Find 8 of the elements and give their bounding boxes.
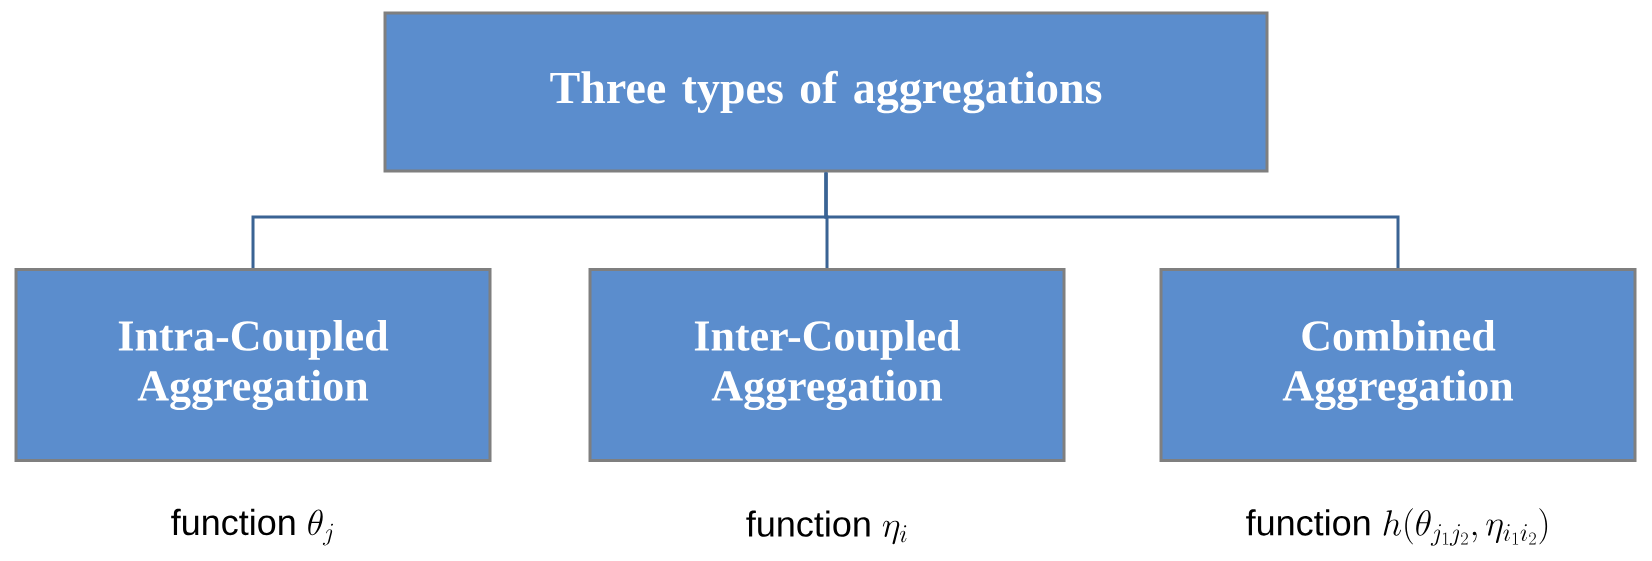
connector-line [824, 172, 1400, 268]
title-box: Three types of aggregations [383, 11, 1269, 173]
function-label: function $h(\theta_{j_1 j_2},\eta_{i_1 i_2})$ [1246, 508, 1548, 546]
function-label: function $\eta_i$ [746, 510, 907, 545]
category-box: Intra-Coupled Aggregation [14, 268, 492, 462]
function-label: function $\theta_j$ [171, 508, 334, 546]
category-box: Combined Aggregation [1159, 268, 1637, 462]
category-box: Inter-Coupled Aggregation [588, 268, 1066, 462]
